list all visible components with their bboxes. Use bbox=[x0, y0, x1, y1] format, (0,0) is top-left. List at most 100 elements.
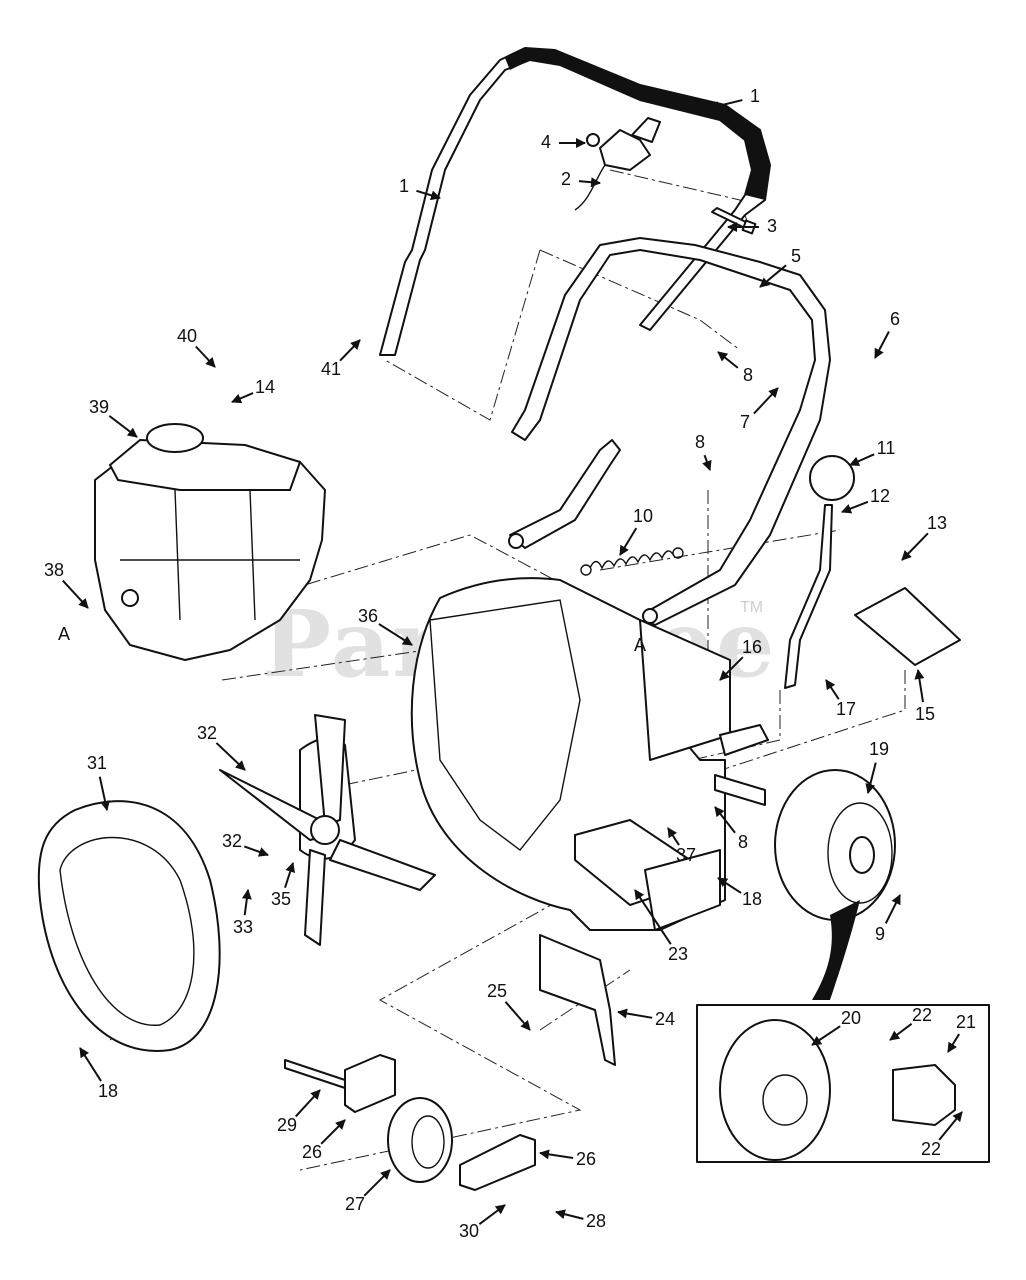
callout-arrow-c1b bbox=[416, 189, 441, 201]
callout-arrow-c23 bbox=[634, 889, 672, 945]
callout-arrow-c33 bbox=[241, 889, 252, 916]
callout-arrow-c8b bbox=[702, 454, 712, 471]
callout-arrow-c38 bbox=[62, 579, 89, 609]
callout-label-c6: 6 bbox=[890, 309, 900, 329]
callout-label-c19: 19 bbox=[869, 739, 889, 759]
callout-label-c39: 39 bbox=[89, 397, 109, 417]
plate-24 bbox=[539, 934, 616, 1066]
deflector-15 bbox=[854, 587, 961, 666]
callout-label-c25: 25 bbox=[487, 981, 507, 1001]
callout-arrow-c19 bbox=[865, 762, 877, 794]
callout-arrow-c1a bbox=[709, 99, 743, 111]
callout-label-c11: 11 bbox=[877, 438, 896, 458]
callout-label-c20: 20 bbox=[841, 1008, 861, 1028]
callout-label-c2: 2 bbox=[561, 169, 571, 189]
callout-label-c9: 9 bbox=[875, 924, 885, 944]
callout-arrow-c25 bbox=[504, 1001, 531, 1031]
blower-housing bbox=[410, 577, 769, 931]
wheel-19 bbox=[774, 769, 896, 921]
callout-label-c36: 36 bbox=[358, 606, 378, 626]
callout-label-c31: 31 bbox=[87, 753, 107, 773]
callout-label-c30: 30 bbox=[459, 1221, 479, 1241]
callout-label-c1b: 1 bbox=[399, 176, 409, 196]
callout-label-c14: 14 bbox=[255, 377, 275, 397]
callout-label-c28: 28 bbox=[586, 1211, 606, 1231]
callout-arrow-c31 bbox=[98, 776, 110, 811]
callout-arrow-c32b bbox=[243, 845, 269, 857]
callout-lines bbox=[62, 99, 963, 1225]
callout-label-c16: 16 bbox=[742, 637, 762, 657]
callout-label-c37: 37 bbox=[676, 845, 696, 865]
upper-handle bbox=[379, 47, 771, 356]
callout-arrow-c36 bbox=[378, 623, 413, 646]
callout-label-c13: 13 bbox=[927, 513, 947, 533]
callout-label-c26a: 26 bbox=[302, 1142, 322, 1162]
callout-label-c18b: 18 bbox=[742, 889, 762, 909]
callout-arrow-c26a bbox=[320, 1119, 346, 1145]
callout-label-c32b: 32 bbox=[222, 831, 242, 851]
callout-arrow-c18b bbox=[717, 877, 742, 894]
callout-arrow-c35 bbox=[284, 862, 295, 888]
callout-arrow-c18a bbox=[79, 1047, 102, 1082]
callout-label-c35: 35 bbox=[271, 889, 291, 909]
callout-arrow-c22b bbox=[938, 1111, 963, 1141]
callout-arrow-c17 bbox=[825, 679, 840, 700]
callout-arrow-c8a bbox=[717, 351, 739, 369]
callout-label-c29: 29 bbox=[277, 1115, 297, 1135]
callout-label-c7: 7 bbox=[740, 412, 750, 432]
callout-arrow-c7 bbox=[753, 387, 779, 415]
callout-arrow-c2 bbox=[578, 177, 601, 188]
callout-arrow-c39 bbox=[108, 415, 138, 438]
callout-arrow-c8c bbox=[714, 806, 736, 834]
callout-arrow-c30 bbox=[478, 1204, 506, 1225]
callout-label-c27: 27 bbox=[345, 1194, 365, 1214]
callout-label-c15: 15 bbox=[915, 704, 935, 724]
callout-arrow-c28 bbox=[555, 1209, 584, 1220]
callout-arrow-c27 bbox=[363, 1169, 391, 1197]
callout-arrow-c20 bbox=[811, 1025, 841, 1046]
callout-arrow-c37 bbox=[667, 827, 680, 846]
callout-arrow-c26b bbox=[539, 1149, 574, 1160]
wheel-inset bbox=[696, 1004, 990, 1163]
callout-label-c5: 5 bbox=[791, 246, 801, 266]
callout-arrow-c11 bbox=[849, 453, 875, 466]
callout-label-c24: 24 bbox=[655, 1009, 675, 1029]
callout-arrow-c13 bbox=[901, 532, 929, 561]
callout-arrow-c40 bbox=[195, 345, 216, 368]
callout-label-c32a: 32 bbox=[197, 723, 217, 743]
callout-arrow-c14 bbox=[231, 392, 254, 404]
callout-label-c26b: 26 bbox=[576, 1149, 596, 1169]
callout-label-c8a: 8 bbox=[743, 365, 753, 385]
callout-label-c8c: 8 bbox=[738, 832, 748, 852]
callout-label-c41: 41 bbox=[321, 359, 341, 379]
detail-pointer bbox=[812, 900, 860, 1000]
callout-label-c18a: 18 bbox=[98, 1081, 118, 1101]
fan-32 bbox=[219, 714, 436, 946]
lower-handle bbox=[508, 237, 831, 626]
cover-31 bbox=[37, 800, 221, 1052]
callout-label-c38: 38 bbox=[44, 560, 64, 580]
callout-arrow-c9 bbox=[884, 894, 901, 924]
callout-arrow-c15 bbox=[914, 669, 925, 703]
callout-arrow-c24 bbox=[617, 1008, 653, 1019]
spring-10 bbox=[580, 547, 684, 576]
callout-label-c40: 40 bbox=[177, 326, 197, 346]
callout-label-c21: 21 bbox=[956, 1012, 976, 1032]
callout-arrow-c12 bbox=[841, 500, 869, 514]
callout-arrow-c22a bbox=[889, 1022, 913, 1041]
callout-arrow-c29 bbox=[295, 1089, 321, 1118]
axle bbox=[714, 774, 766, 806]
callout-arrow-c10 bbox=[619, 527, 638, 556]
callout-label-c22a: 22 bbox=[912, 1005, 932, 1025]
callout-label-c22b: 22 bbox=[921, 1139, 941, 1159]
callout-label-c33: 33 bbox=[233, 917, 253, 937]
caster-assembly bbox=[284, 1054, 536, 1191]
callout-label-c12: 12 bbox=[870, 486, 890, 506]
watermark-tm: TM bbox=[740, 599, 763, 616]
ref-letter-a-engine: A bbox=[58, 624, 70, 644]
callout-label-c17: 17 bbox=[836, 699, 856, 719]
callout-arrow-c32a bbox=[215, 742, 246, 771]
callout-arrow-c41 bbox=[339, 339, 361, 362]
